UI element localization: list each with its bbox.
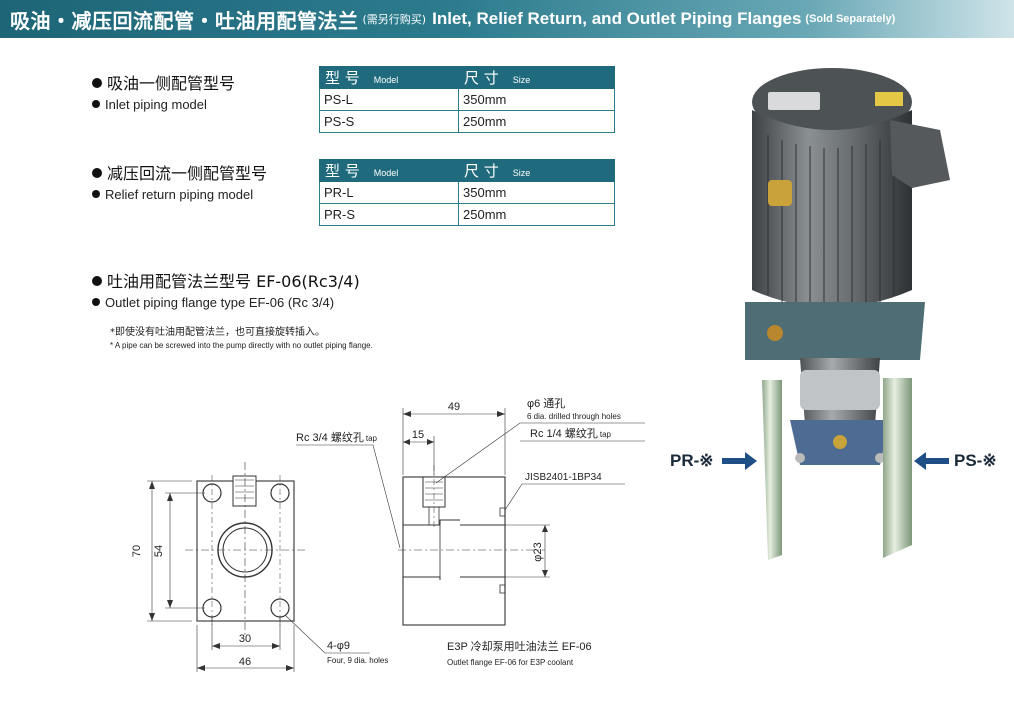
relief-section: 减压回流一侧配管型号 Relief return piping model [92,160,267,202]
outlet-heading-en: Outlet piping flange type EF-06 (Rc 3/4) [105,295,335,310]
phi6-en-label: 6 dia. drilled through holes [527,412,621,421]
model-cell: PR-L [319,181,459,204]
bullet-icon [92,276,102,286]
outlet-note-zh: *即使没有吐油用配管法兰，也可直接旋转插入。 [110,327,325,338]
dim-46-label: 46 [239,656,251,668]
tap-hole-front [232,475,257,507]
pr-label: PR-※ [670,451,714,470]
motor-top [752,68,912,136]
dim-phi23-label: φ23 [532,542,544,561]
table-row: PR-S 250mm [319,203,615,226]
pump-cylinder [800,370,880,410]
bullet-icon [92,100,100,108]
banner-title-zh: 吸油・减压回流配管・吐油用配管法兰 [10,8,359,33]
model-cell: PR-S [319,203,459,226]
pump-illustration: PR-※ PS-※ [670,68,997,560]
banner-note-zh: (需另行购买) [362,13,427,26]
col-model-zh: 型 号 [325,162,360,180]
dim-49-label: 49 [448,401,460,413]
dim-54-label: 54 [153,545,165,557]
model-cell: PS-L [319,88,459,111]
motor-body [752,110,912,308]
col-model-en: Model [373,75,399,85]
banner-title-en: Inlet, Relief Return, and Outlet Piping … [432,9,802,28]
phi6-label: φ6 通孔 [527,397,565,410]
bullet-icon [92,190,100,198]
terminal-box [890,120,950,188]
table-row: PR-L 350mm [319,181,615,204]
flange-side-view [402,476,506,626]
inlet-heading-zh: 吸油一侧配管型号 [107,74,236,93]
col-model-zh: 型 号 [325,69,360,87]
relief-fitting [767,325,783,341]
caption-zh: E3P 冷却泵用吐油法兰 EF-06 [447,639,592,653]
warning-label [875,92,903,106]
title-banner: 吸油・减压回流配管・吐油用配管法兰 (需另行购买) Inlet, Relief … [0,0,1014,38]
relief-heading-en: Relief return piping model [105,187,254,202]
caption-en: Outlet flange EF-06 for E3P coolant [447,658,574,667]
holes-sub-label: Four, 9 dia. holes [327,656,388,665]
inlet-section: 吸油一侧配管型号 Inlet piping model [92,70,235,112]
size-cell: 350mm [458,88,615,111]
rc34-label: Rc 3/4 螺纹孔 [296,430,364,444]
arrow-right-icon [722,452,757,470]
rc34-tap: tap [366,434,378,443]
banner-note-en: (Sold Separately) [805,13,896,25]
col-size-en: Size [512,168,531,178]
dim-70-label: 70 [131,545,143,557]
pump-flange-body [745,302,925,360]
size-cell: 250mm [458,110,615,133]
table-row: PS-L 350mm [319,88,615,111]
col-size-zh: 尺 寸 [464,69,499,87]
rc14-tap: tap [600,430,612,439]
bullet-icon [92,78,102,88]
col-model-en: Model [373,168,399,178]
model-cell: PS-S [319,110,459,133]
table-row: PS-S 250mm [319,110,615,133]
holes-label: 4-φ9 [327,640,350,652]
lifting-lug [768,180,792,206]
outlet-heading-zh: 吐油用配管法兰型号 EF-06(Rc3/4) [107,272,360,291]
bullet-icon [92,168,102,178]
outlet-note-en: * A pipe can be screwed into the pump di… [110,341,373,350]
jis-label: JISB2401-1BP34 [525,472,602,483]
rc14-label: Rc 1/4 螺纹孔 [530,426,598,440]
col-size-zh: 尺 寸 [464,162,499,180]
arrow-left-icon [914,452,949,470]
bullet-icon [92,298,100,306]
inlet-heading-en: Inlet piping model [105,97,207,112]
col-size-en: Size [512,75,531,85]
dim-30-label: 30 [239,633,251,645]
relief-heading-zh: 减压回流一侧配管型号 [107,164,268,183]
relief-return-pipe [762,380,782,560]
ps-label: PS-※ [954,451,997,470]
cooling-fins [767,135,895,310]
inlet-model-table: 型 号 Model 尺 寸 Size PS-L 350mm PS-S 250mm [319,66,615,133]
outlet-port [833,435,847,449]
size-cell: 350mm [458,181,615,204]
motor-label-plate [768,92,820,110]
size-cell: 250mm [458,203,615,226]
dim-15-label: 15 [412,429,424,441]
outlet-section: 吐油用配管法兰型号 EF-06(Rc3/4) Outlet piping fla… [92,268,360,310]
relief-model-table: 型 号 Model 尺 寸 Size PR-L 350mm PR-S 250mm [319,159,615,226]
inlet-pipe [883,378,912,558]
